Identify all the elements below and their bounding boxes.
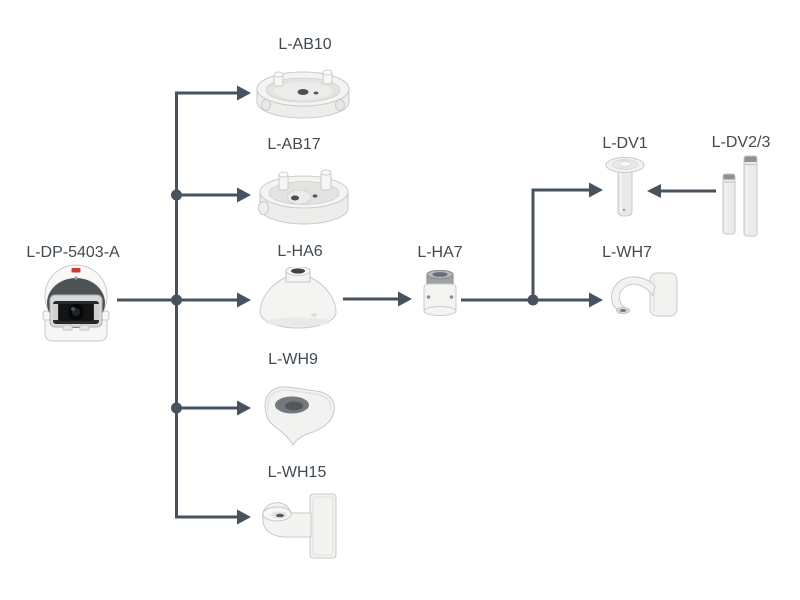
label-l-ab17: L-AB17 [267,136,321,153]
junction-dot [171,189,182,201]
wall-bracket-l-wh15-image [253,491,341,561]
label-l-wh7: L-WH7 [602,244,652,261]
arrowhead-wh7 [589,292,603,308]
label-l-wh15: L-WH15 [267,464,327,481]
label-l-dv23: L-DV2/3 [711,134,771,151]
wall-mount-l-wh7-image [605,268,679,320]
ceiling-mount-l-dv1-image [604,154,646,222]
adapter-l-ha6-image [257,267,339,333]
junction-dot [171,294,182,306]
adapter-l-ha7-image [419,270,461,320]
label-l-dv1: L-DV1 [602,135,648,152]
arrowhead-ha7 [398,291,412,307]
extension-poles-l-dv23-image [719,155,761,239]
junction-dot [171,402,182,414]
label-l-wh9: L-WH9 [268,351,318,368]
turret-camera-image [37,261,115,345]
wall-bracket-l-wh9-image [254,379,338,449]
arrowhead-ab10 [237,85,251,101]
arrowhead-dv1 [589,182,603,198]
label-l-ha7: L-HA7 [417,244,463,261]
label-camera: L-DP-5403-A [26,244,120,261]
arrowhead-dv1-from-dv23 [647,184,661,198]
junction-box-l-ab17-image [257,166,351,232]
junction-box-l-ab10-image [254,62,352,128]
trunk-line [175,91,238,519]
arrowhead-wh15 [237,509,251,525]
arrowhead-ha6 [237,292,251,308]
label-l-ab10: L-AB10 [278,36,332,53]
ha7-to-dv1-line [531,188,590,300]
arrowhead-wh9 [237,400,251,416]
junction-dot [527,294,539,306]
label-l-ha6: L-HA6 [277,243,323,260]
arrowhead-ab17 [237,187,251,203]
